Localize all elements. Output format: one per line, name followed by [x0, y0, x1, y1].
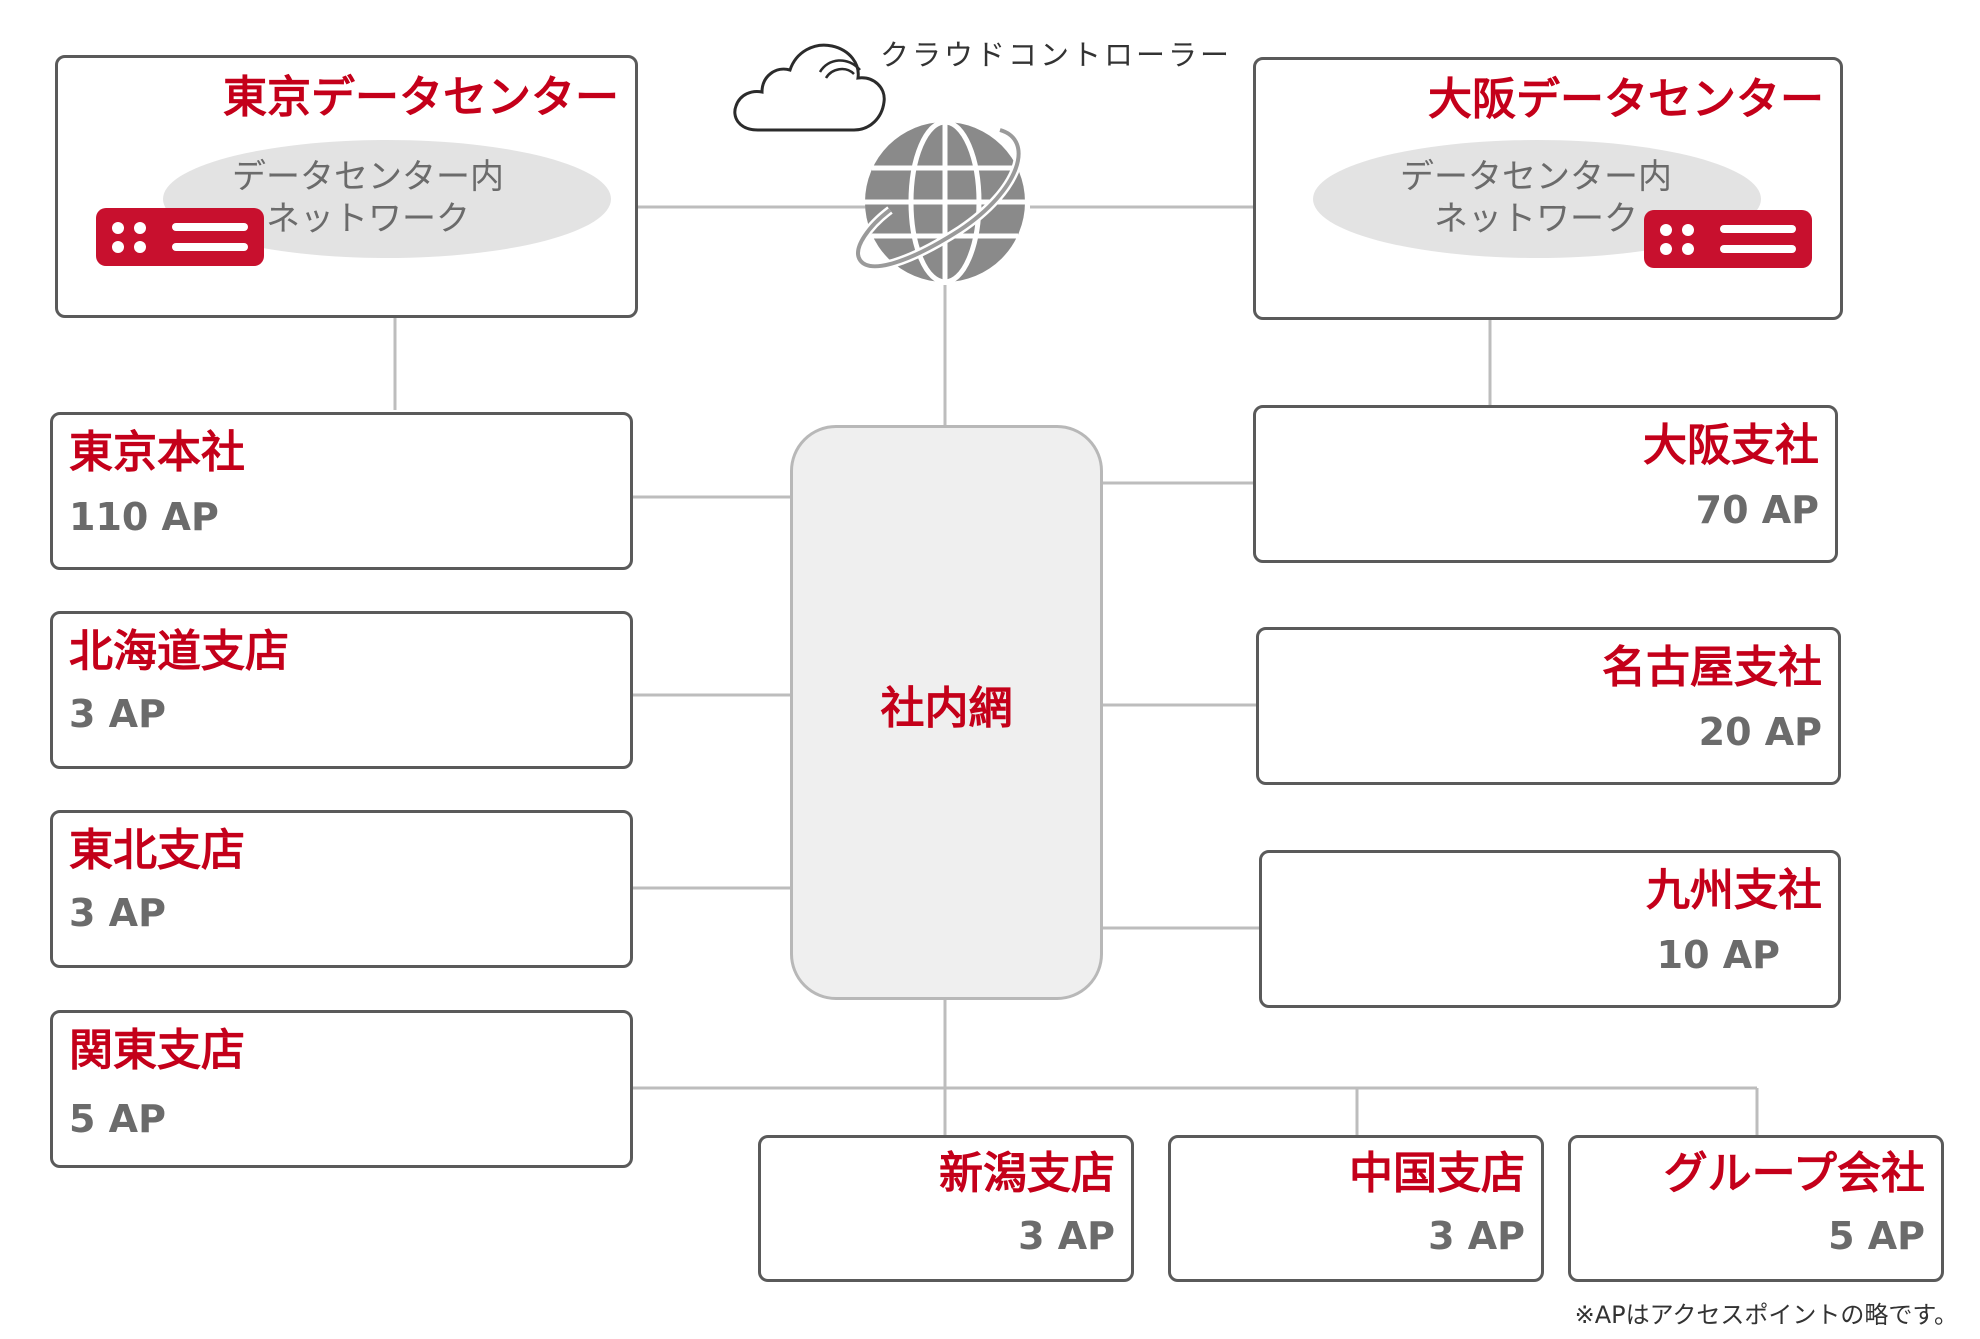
site-ap-count: 70 AP — [1695, 488, 1819, 532]
tokyo-dc-network-label: データセンター内 ネットワーク — [232, 157, 504, 239]
site-name: 新潟支店 — [939, 1148, 1115, 1199]
site-ap-count: 5 AP — [1828, 1214, 1925, 1258]
site-ap-count: 110 AP — [69, 495, 219, 539]
osaka-datacenter-title: 大阪データセンター — [1428, 74, 1824, 125]
site-tohoku: 東北支店 3 AP — [50, 810, 633, 968]
site-name: 九州支社 — [1646, 865, 1822, 916]
site-name: 大阪支社 — [1643, 420, 1819, 471]
site-ap-count: 3 AP — [1428, 1214, 1525, 1258]
site-ap-count: 3 AP — [69, 692, 166, 736]
site-name: グループ会社 — [1663, 1148, 1925, 1199]
site-name: 関東支店 — [69, 1025, 245, 1076]
site-ap-count: 20 AP — [1698, 710, 1822, 754]
osaka-dc-network-label: データセンター内 ネットワーク — [1400, 157, 1672, 239]
site-name: 東北支店 — [69, 825, 245, 876]
site-kyushu: 九州支社 10 AP — [1259, 850, 1841, 1008]
site-name: 東京本社 — [69, 427, 245, 478]
site-osaka: 大阪支社 70 AP — [1253, 405, 1838, 563]
site-tokyo-hq: 東京本社 110 AP — [50, 412, 633, 570]
site-ap-count: 5 AP — [69, 1097, 166, 1141]
tokyo-datacenter-title: 東京データセンター — [223, 72, 619, 123]
site-nagoya: 名古屋支社 20 AP — [1256, 627, 1841, 785]
site-chugoku: 中国支店 3 AP — [1168, 1135, 1544, 1282]
tokyo-datacenter: 東京データセンター データセンター内 ネットワーク — [55, 55, 638, 318]
osaka-datacenter: 大阪データセンター データセンター内 ネットワーク — [1253, 57, 1843, 320]
site-kanto: 関東支店 5 AP — [50, 1010, 633, 1168]
site-niigata: 新潟支店 3 AP — [758, 1135, 1134, 1282]
site-name: 中国支店 — [1349, 1148, 1525, 1199]
site-name: 名古屋支社 — [1602, 642, 1822, 693]
cloud-controller-label: クラウドコントローラー — [880, 38, 1233, 72]
footnote: ※APはアクセスポイントの略です。 — [1574, 1301, 1958, 1329]
server-icon — [1644, 210, 1812, 268]
site-group-company: グループ会社 5 AP — [1568, 1135, 1944, 1282]
cloud-icon — [733, 43, 886, 132]
site-ap-count: 10 AP — [1656, 933, 1780, 977]
corporate-network: 社内網 — [790, 425, 1103, 1000]
site-hokkaido: 北海道支店 3 AP — [50, 611, 633, 769]
globe-icon — [853, 119, 1025, 285]
site-name: 北海道支店 — [69, 626, 289, 677]
site-ap-count: 3 AP — [69, 891, 166, 935]
site-ap-count: 3 AP — [1018, 1214, 1115, 1258]
corporate-network-label: 社内網 — [880, 683, 1013, 734]
server-icon — [96, 208, 264, 266]
